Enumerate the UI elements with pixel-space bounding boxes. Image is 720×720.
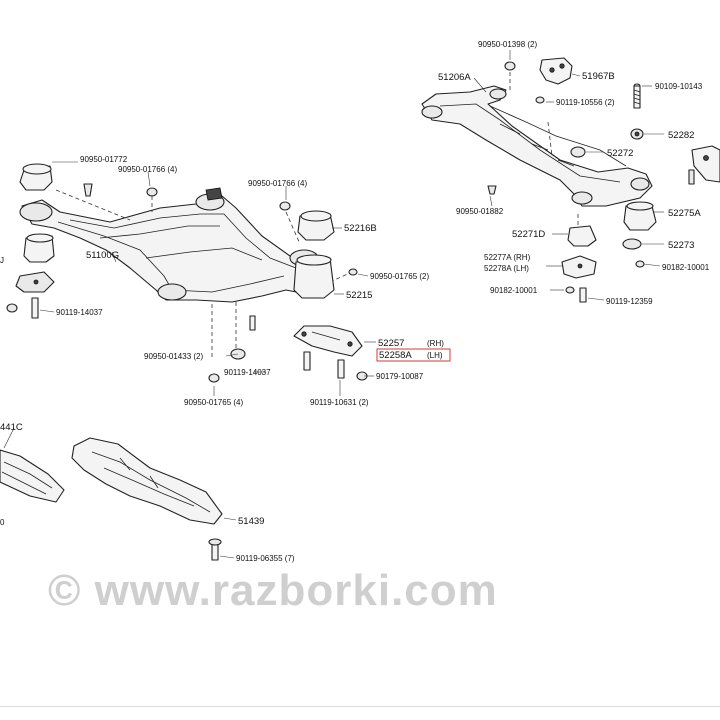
label-edge-0: 0 [0, 518, 5, 527]
label-90119-10631: 90119-10631 (2) [310, 398, 369, 407]
part-labels: 90950-01398 (2) 51206A 51967B 90109-1014… [0, 40, 710, 563]
label-52272: 52272 [607, 148, 633, 159]
label-441c: 441C [0, 422, 23, 433]
label-52277a: 52277A (RH) [484, 253, 531, 262]
stopper-bracket-52257 [293, 325, 368, 381]
label-51100g: 51100G [86, 250, 119, 261]
label-90950-01765-right: 90950-01765 (2) [370, 272, 429, 281]
rear-right-hardware [487, 61, 720, 303]
label-90950-01772: 90950-01772 [80, 155, 128, 164]
watermark: © www.razborki.com [48, 566, 498, 615]
bracket-51967b [539, 57, 573, 85]
engine-under-cover-lh [0, 449, 65, 503]
label-51206a: 51206A [438, 72, 471, 83]
label-52258a-side: (LH) [427, 351, 443, 360]
label-52257: 52257 [378, 338, 404, 349]
label-90950-01882: 90950-01882 [456, 207, 504, 216]
label-52216b: 52216B [344, 223, 377, 234]
highlight-box-52258a [376, 348, 451, 362]
label-90119-14037: 90119-14037 [224, 368, 271, 377]
rear-suspension-member [421, 72, 653, 226]
label-52215: 52215 [346, 290, 372, 301]
label-90950-01433: 90950-01433 (2) [144, 352, 203, 361]
label-52278a: 52278A (LH) [484, 264, 529, 273]
label-90109-10143: 90109-10143 [655, 82, 703, 91]
label-90119-06355: 90119-06355 (7) [236, 554, 295, 563]
engine-under-cover-51439 [71, 437, 223, 561]
front-mounts [6, 163, 358, 383]
label-edge-j: J [0, 256, 4, 265]
label-90119-12359: 90119-12359 [606, 297, 653, 306]
label-90950-01766-left: 90950-01766 (4) [118, 165, 177, 174]
label-52273: 52273 [668, 240, 694, 251]
label-90182-10001-right: 90182-10001 [662, 263, 710, 272]
label-52271d: 52271D [512, 229, 545, 240]
label-52275a: 52275A [668, 208, 701, 219]
label-90950-01766-right: 90950-01766 (4) [248, 179, 307, 188]
label-90950-01398: 90950-01398 (2) [478, 40, 537, 49]
leader-lines [3, 50, 664, 559]
label-90179-10087: 90179-10087 [376, 372, 424, 381]
bottom-divider [0, 706, 720, 707]
label-52257-side: (RH) [427, 339, 444, 348]
label-90950-01765-bottom: 90950-01765 (4) [184, 398, 243, 407]
label-51967b: 51967B [582, 71, 615, 82]
label-52258a: 52258A [379, 350, 412, 361]
label-90119-10556: 90119-10556 (2) [556, 98, 615, 107]
label-90182-10001: 90182-10001 [490, 286, 538, 295]
label-51439: 51439 [238, 516, 264, 527]
label-52282: 52282 [668, 130, 694, 141]
label-90119-14037-left: 90119-14037 [56, 308, 103, 317]
